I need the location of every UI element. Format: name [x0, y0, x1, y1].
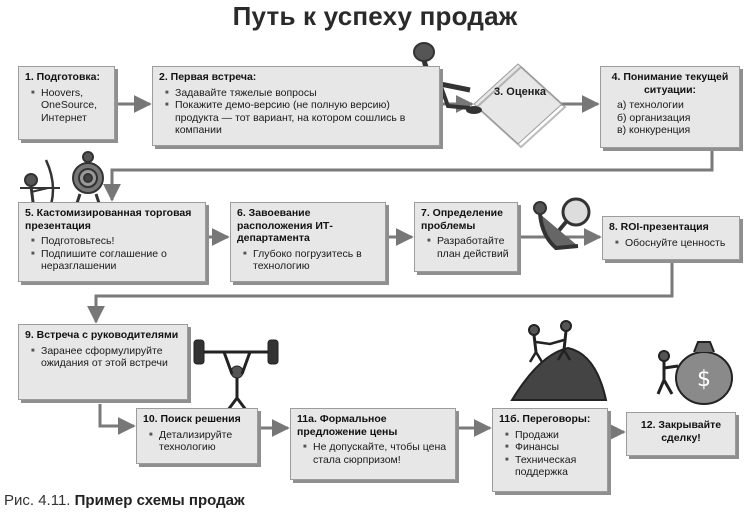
step-3-title: 3. Оценка: [494, 86, 546, 98]
handshake-figures-icon: [510, 320, 608, 401]
step-2-item-2: Покажите демо-версию (не полную версию) …: [165, 99, 433, 137]
step-10-box: 10. Поиск решения Детализируйте технолог…: [136, 408, 258, 464]
step-5-box: 5. Кастомизированная торговая презентаци…: [18, 202, 206, 282]
step-1-item-1: Hoovers, OneSource, Интернет: [31, 87, 108, 125]
step-8-title: 8. ROI-презентация: [609, 221, 709, 233]
step-11b-box: 11б. Переговоры: Продажи Финансы Техниче…: [492, 408, 608, 492]
step-9-box: 9. Встреча с руководителями Заранее сфор…: [18, 324, 188, 400]
step-4-line-3: в) конкуренция: [617, 124, 691, 136]
step-11a-box: 11а. Формальное предложение цены Не допу…: [290, 408, 456, 480]
target-figure-icon: [72, 151, 104, 207]
step-7-title: 7. Определение проблемы: [421, 207, 503, 232]
arrow-4-5: [103, 150, 714, 202]
step-4-title: 4. Понимание текущей ситуации:: [611, 71, 729, 96]
figure-caption: Рис. 4.11. Пример схемы продаж: [4, 492, 245, 509]
svg-text:$: $: [697, 367, 711, 392]
step-4-box: 4. Понимание текущей ситуации: а) технол…: [600, 66, 740, 148]
step-9-title: 9. Встреча с руководителями: [25, 329, 179, 341]
step-7-item-1: Разработайте план действий: [427, 235, 511, 260]
step-2-box: 2. Первая встреча: Задавайте тяжелые воп…: [152, 66, 440, 146]
step-4-line-2: б) организация: [617, 111, 691, 124]
step-12-title: 12. Закрывайте сделку!: [640, 419, 722, 444]
decision-diamond: [473, 63, 563, 145]
step-11a-item-1: Не допускайте, чтобы цена стала сюрпризо…: [303, 441, 449, 466]
step-5-item-1: Подготовьтесь!: [31, 235, 199, 248]
step-8-box: 8. ROI-презентация Обоснуйте ценность: [602, 216, 740, 260]
diagram-title: Путь к успеху продаж: [232, 1, 518, 31]
step-8-item-1: Обоснуйте ценность: [615, 237, 733, 250]
money-bag-figure-icon: $: [656, 341, 733, 405]
step-1-box: 1. Подготовка: Hoovers, OneSource, Интер…: [18, 66, 115, 140]
step-11b-title: 11б. Переговоры:: [499, 413, 591, 425]
step-11b-item-2: Финансы: [505, 441, 601, 454]
step-12-box: 12. Закрывайте сделку!: [626, 412, 736, 456]
magnifier-figure-icon: [533, 197, 591, 251]
step-5-item-2: Подпишите соглашение о неразглашении: [31, 248, 199, 273]
step-6-title: 6. Завоевание расположения ИТ-департамен…: [237, 207, 333, 244]
step-1-title: 1. Подготовка:: [25, 71, 101, 83]
step-11b-item-3: Техническая поддержка: [505, 454, 601, 479]
arrow-8-9: [87, 262, 674, 324]
arrow-9-10: [98, 404, 136, 435]
step-2-item-1: Задавайте тяжелые вопросы: [165, 87, 433, 100]
step-5-title: 5. Кастомизированная торговая презентаци…: [25, 207, 192, 232]
caption-prefix: Рис. 4.11.: [4, 492, 71, 509]
step-6-item-1: Глубоко погрузитесь в технологию: [243, 248, 379, 273]
step-7-box: 7. Определение проблемы Разработайте пла…: [414, 202, 518, 272]
weightlifter-figure-icon: [193, 339, 279, 411]
step-11b-item-1: Продажи: [505, 429, 601, 442]
step-2-title: 2. Первая встреча:: [159, 71, 257, 83]
step-4-line-1: а) технологии: [617, 99, 684, 111]
step-6-box: 6. Завоевание расположения ИТ-департамен…: [230, 202, 386, 282]
caption-text: Пример схемы продаж: [74, 492, 245, 509]
step-10-title: 10. Поиск решения: [143, 413, 241, 425]
step-11a-title: 11а. Формальное предложение цены: [297, 413, 398, 438]
step-10-item-1: Детализируйте технологию: [149, 429, 251, 454]
step-9-item-1: Заранее сформулируйте ожидания от этой в…: [31, 345, 181, 370]
